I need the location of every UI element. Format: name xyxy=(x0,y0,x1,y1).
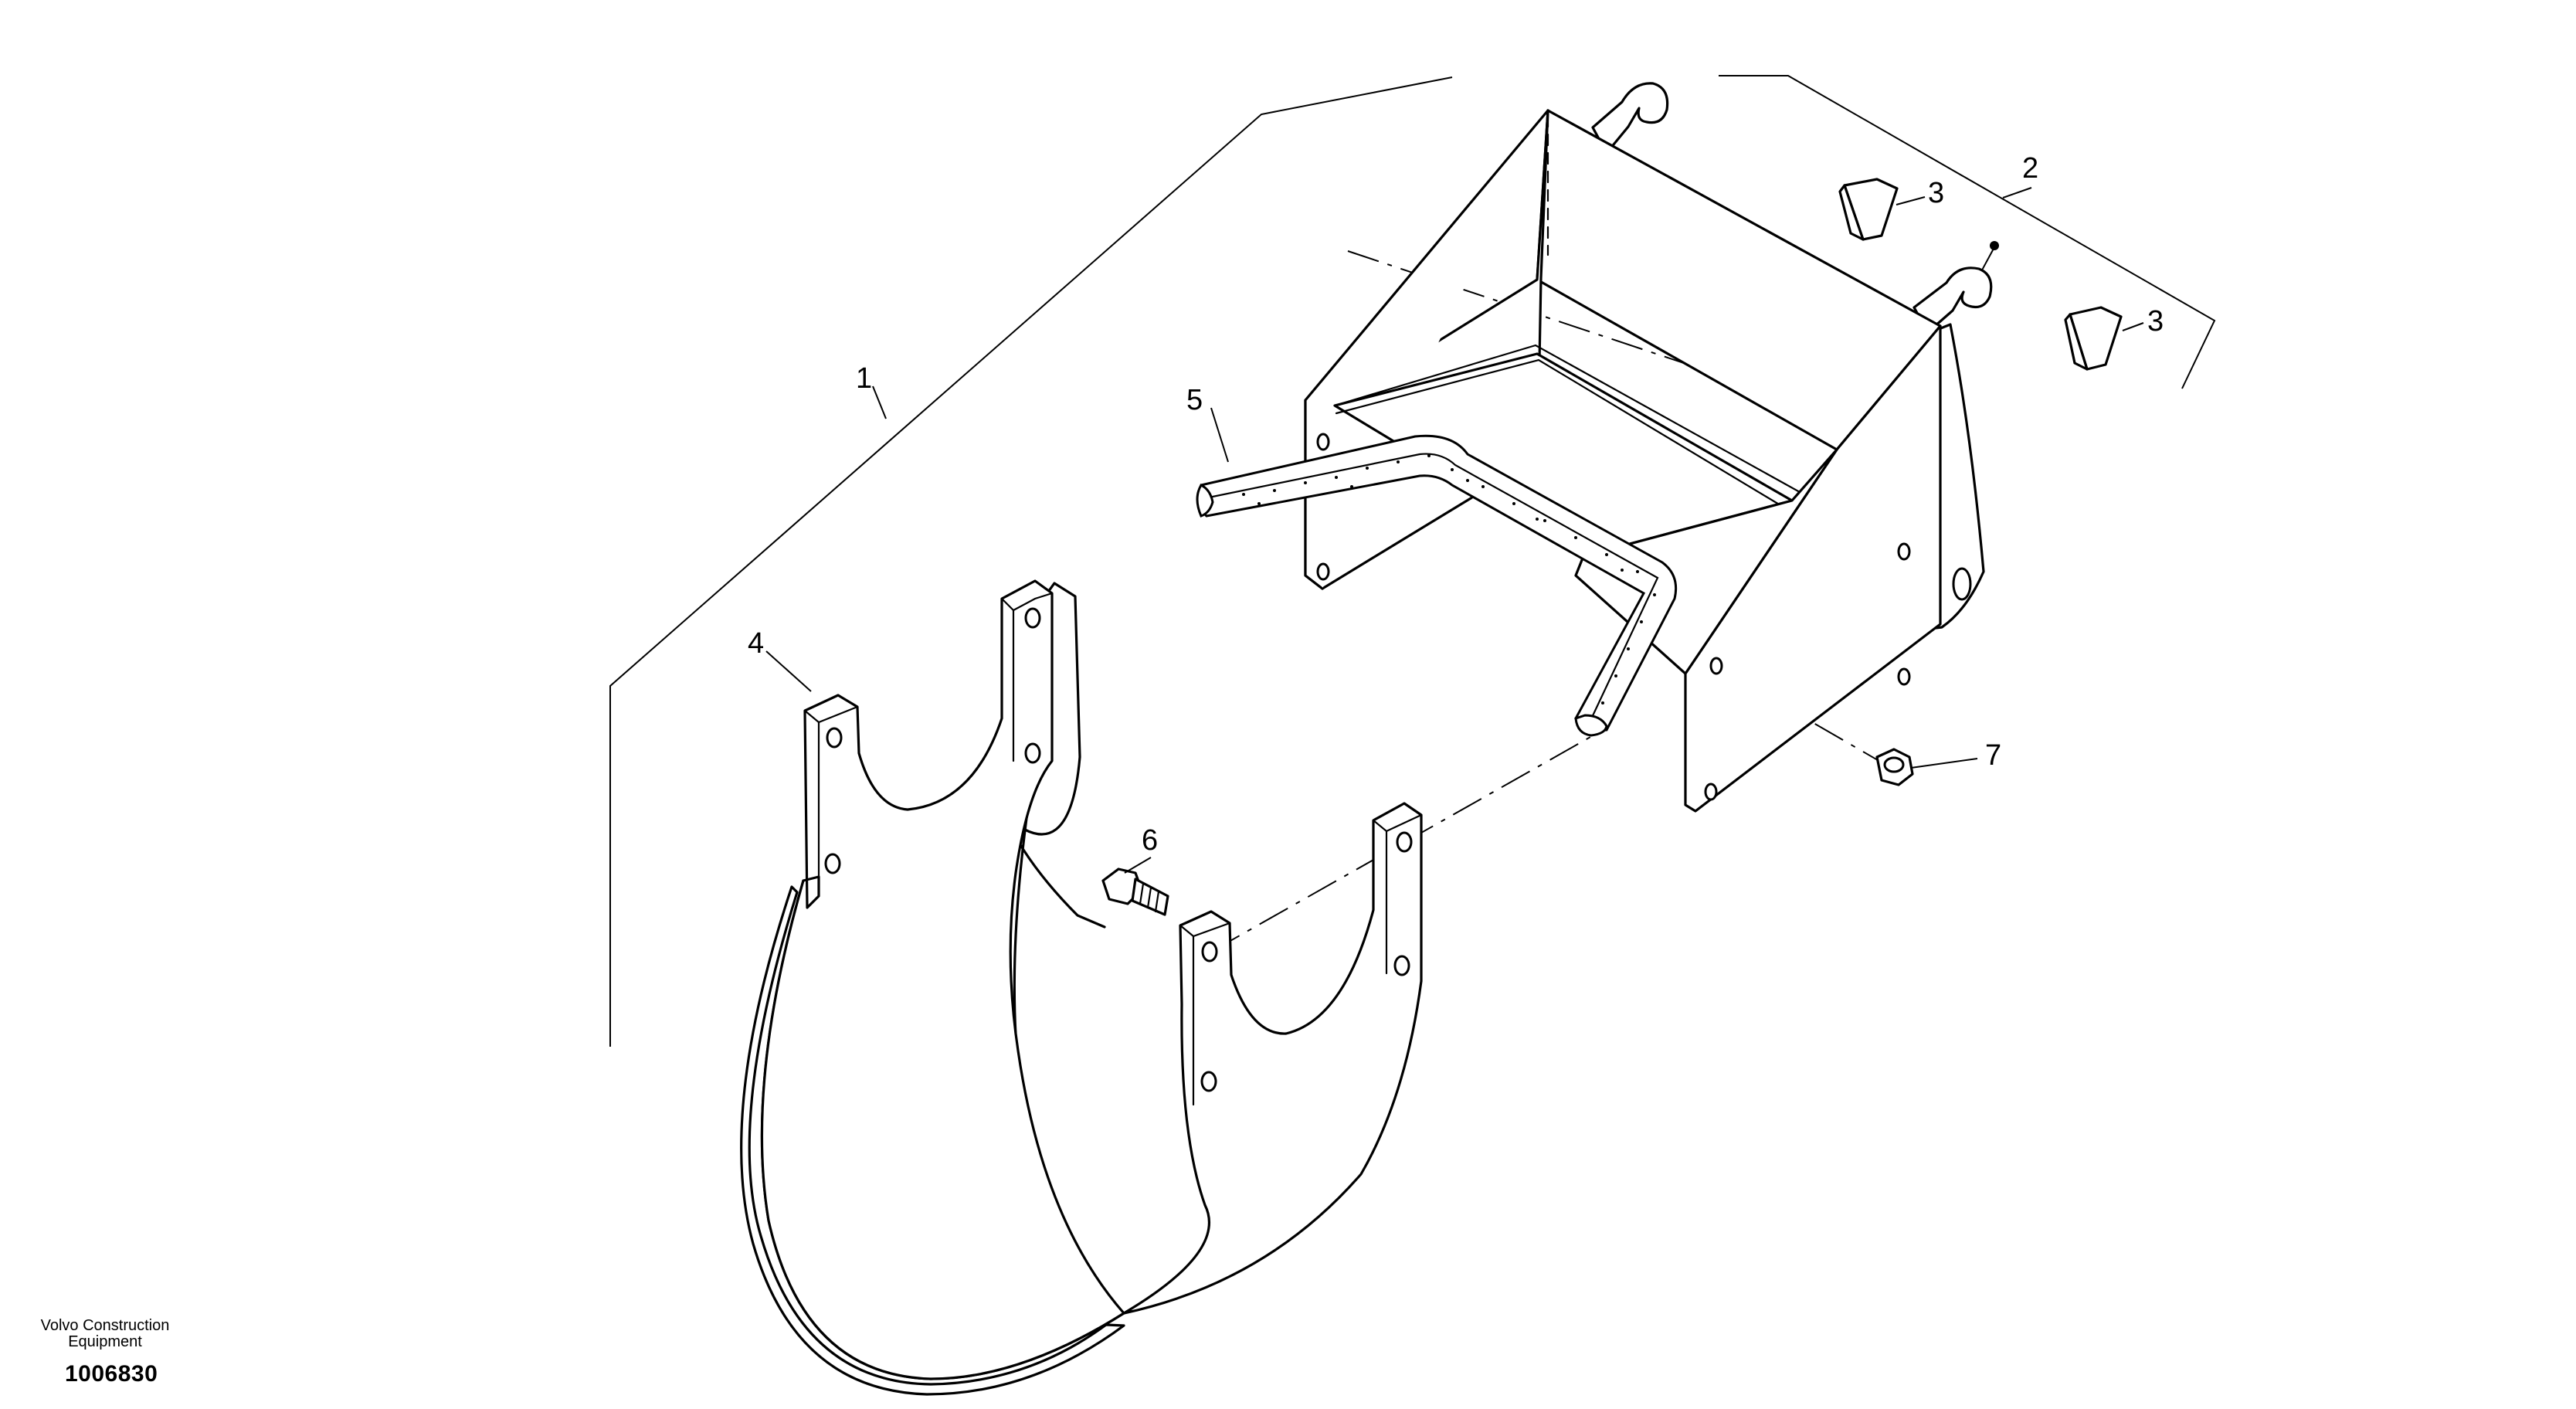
guard-left-plate xyxy=(760,579,1125,1380)
hook-rear-left xyxy=(1591,82,1669,154)
callout-3b: 3 xyxy=(2147,305,2164,338)
brand-line-2: Equipment xyxy=(68,1333,142,1350)
hook-rear-right xyxy=(1912,267,1993,334)
callout-4: 4 xyxy=(748,627,764,660)
callout-6: 6 xyxy=(1142,824,1158,857)
bolt xyxy=(1101,867,1169,916)
callout-2: 2 xyxy=(2022,152,2038,185)
nut xyxy=(1875,748,1914,786)
rubber-buffer-b xyxy=(2064,306,2123,371)
guard-right-plate xyxy=(1122,802,1423,1315)
curved-guard xyxy=(740,579,1423,1396)
brand-line-1: Volvo Construction xyxy=(40,1317,170,1334)
callout-3a: 3 xyxy=(1928,177,1944,209)
bracket-assembly-1 xyxy=(609,76,1453,1047)
brand-label: Volvo Construction Equipment xyxy=(20,1318,190,1350)
bracket-assembly-2 xyxy=(1719,75,2216,389)
callout-1: 1 xyxy=(856,362,872,395)
document-number: 1006830 xyxy=(65,1361,158,1387)
centerline-end-dot xyxy=(1990,241,1999,250)
guard-shell-edge xyxy=(740,885,1125,1396)
callout-7: 7 xyxy=(1985,739,2001,772)
seal-strip xyxy=(1196,434,1678,737)
callout-5: 5 xyxy=(1186,384,1203,416)
rubber-buffer-a xyxy=(1838,178,1899,241)
